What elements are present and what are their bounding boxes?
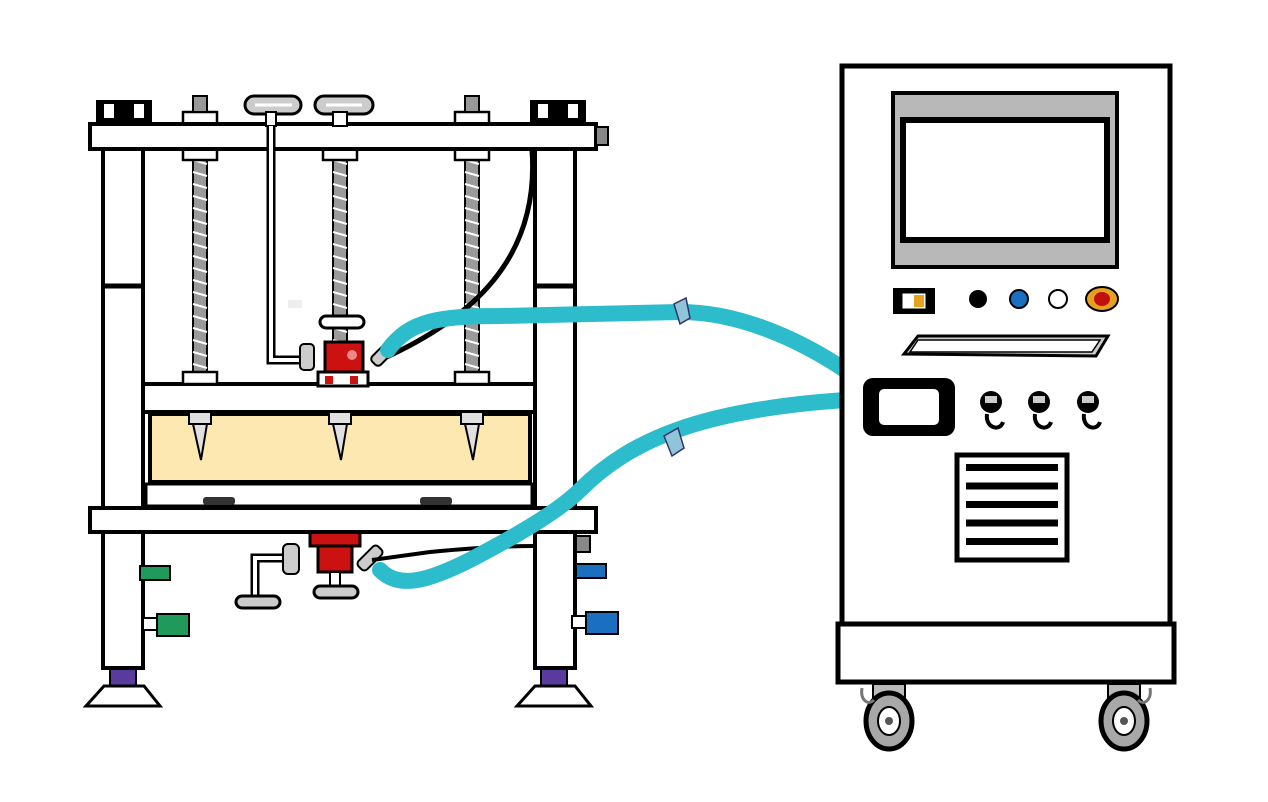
lower-hose (372, 392, 853, 589)
hose-clip-upper (673, 296, 691, 326)
leveling-foot-left (82, 665, 164, 708)
vent-slat (966, 482, 1058, 490)
caster-wheel-icon (1098, 683, 1152, 752)
corner-clamp-right (530, 100, 586, 124)
blue-button-icon (1009, 289, 1029, 309)
connector-panel (863, 378, 955, 436)
leg-right (533, 146, 577, 670)
upper-hose (380, 303, 853, 378)
vent-slat (966, 501, 1058, 508)
outlet-port-upper (575, 563, 607, 579)
corner-clamp-left (96, 100, 152, 124)
vent-slat (966, 464, 1058, 471)
loading-plate (141, 382, 537, 414)
inlet-port-lower (156, 613, 190, 637)
control-cabinet (835, 63, 1177, 752)
sensor-cable-upper (378, 149, 536, 363)
inlet-port-upper (139, 565, 171, 581)
indenter-tips (188, 411, 484, 461)
connector-port-icon (1028, 391, 1053, 430)
leveling-foot-right (513, 665, 595, 708)
vacuum-line (266, 126, 305, 365)
threaded-rod-right (464, 149, 480, 383)
vent-slat (966, 519, 1058, 527)
connector-port-icon (980, 391, 1005, 430)
power-switch-icon (893, 288, 935, 314)
vent-slat (966, 538, 1058, 545)
touch-screen-icon (891, 91, 1119, 269)
test-rig (82, 94, 619, 708)
outlet-port-lower (585, 611, 619, 635)
white-button-icon (1048, 289, 1068, 309)
vent-grille-icon (954, 452, 1070, 563)
hose-clip-lower (663, 426, 685, 458)
top-coupler-left (243, 94, 303, 127)
hoses (372, 296, 853, 589)
cabinet-base (835, 621, 1177, 685)
drain-line (250, 553, 285, 600)
base-plate (88, 506, 598, 534)
emergency-stop-icon (1085, 286, 1119, 312)
leg-left (101, 146, 145, 670)
top-plate (88, 122, 598, 151)
connector-port-icon (1077, 391, 1102, 430)
sensor-cable-lower (371, 544, 536, 562)
top-coupler-center (313, 94, 375, 127)
threaded-rod-left (192, 149, 208, 383)
drawer-handle-icon (900, 334, 1111, 358)
black-button-icon (969, 290, 987, 308)
caster-wheel-icon (860, 683, 915, 752)
upper-valve (299, 314, 396, 388)
